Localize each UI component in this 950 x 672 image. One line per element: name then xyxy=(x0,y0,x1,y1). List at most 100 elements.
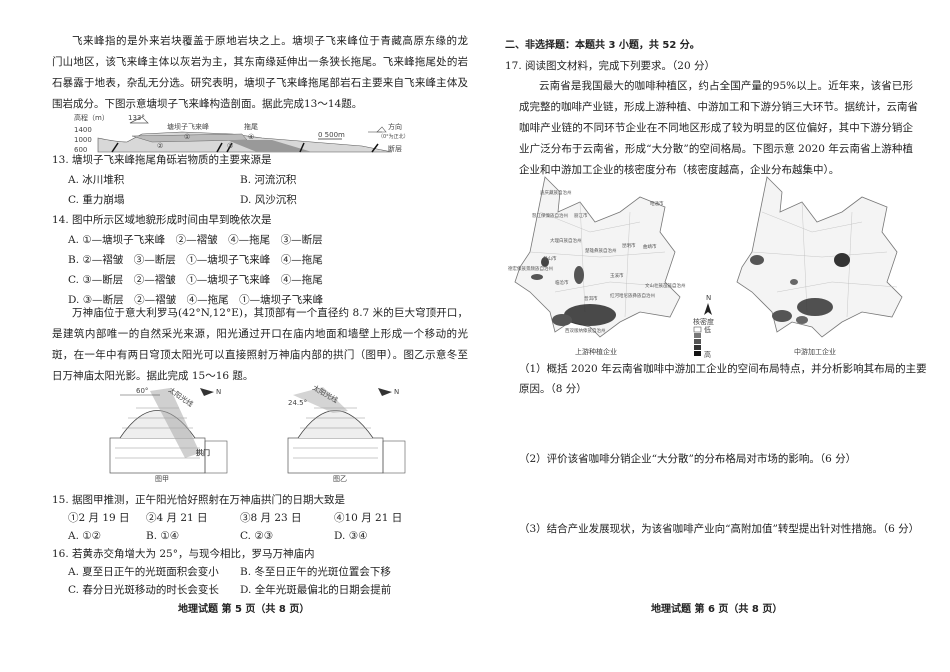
material-line: 企业和中游加工企业的核密度分布（核密度越高，企业分布越集中）。 xyxy=(519,164,840,176)
density-hotspot xyxy=(552,314,572,326)
answer-area-1[interactable] xyxy=(519,400,913,448)
section-heading: 二、非选择题：本题共 3 小题，共 52 分。 xyxy=(505,40,700,51)
yunnan-kernel-density-maps: 迪庆藏族自治州 怒江傈僳族自治州 丽江市 昭通市 大理白族自治州 楚雄彝族自治州… xyxy=(508,176,903,359)
material-line: 云南省是我国最大的咖啡种植区，约占全国产量的95%以上。近年来，该省已形 xyxy=(539,80,913,92)
density-hotspot xyxy=(750,255,764,265)
density-hotspot xyxy=(834,253,850,267)
intro-line: 石暴露于地表，杂乱无分选。研究表明，塘坝子飞来峰拖尾部岩石主要来自飞来峰主体及 xyxy=(52,77,468,89)
north-arrow-icon xyxy=(378,388,392,396)
angle-label: 24.5° xyxy=(288,399,307,407)
material-line: 咖啡产业链的不同环节企业在不同地区形成了较为明显的区位偏好，其中下游分销企 xyxy=(519,122,913,134)
q13-option-d[interactable]: D. 风沙沉积 xyxy=(240,194,297,206)
pantheon-figure-jia: 60° 太阳光线 N 拱门 图甲 xyxy=(109,385,228,483)
q13-option-c[interactable]: C. 重力崩塌 xyxy=(68,194,125,206)
map-region-label: 普洱市 xyxy=(584,295,598,302)
q15-option-c[interactable]: C. ②③ xyxy=(240,530,274,542)
q15-item-4: ④10 月 21 日 xyxy=(334,512,403,524)
y-tick: 600 xyxy=(74,146,87,154)
map-region-label: 昆明市 xyxy=(622,242,636,249)
map-region-label: 文山壮族苗族自治州 xyxy=(645,282,686,289)
map-region-label: 保山市 xyxy=(543,255,557,262)
intro-line: 围岩成分。下图示意塘坝子飞来峰构造剖面。据此完成13～14题。 xyxy=(52,98,363,110)
q15-option-b[interactable]: B. ①④ xyxy=(146,530,180,542)
sub-question-1-cont: 原因。（8 分） xyxy=(519,383,587,395)
q16-option-b[interactable]: B. 冬至日正午的光斑位置会下移 xyxy=(240,566,391,578)
q15-item-3: ③8 月 23 日 xyxy=(240,512,302,524)
density-hotspot xyxy=(790,279,798,285)
q14-option-b[interactable]: B. ②—褶皱 ③—断层 ①—塘坝子飞来峰 ④—拖尾 xyxy=(68,254,323,266)
legend-high: 高 xyxy=(704,350,711,359)
legend-direction-note: （0°为正北） xyxy=(378,133,409,140)
tail-label: 拖尾 xyxy=(244,122,258,131)
intro-line: 日万神庙太阳光影。据此完成 15～16 题。 xyxy=(52,370,254,382)
map-caption: 中游加工企业 xyxy=(794,347,836,356)
marker-4: ④ xyxy=(248,133,254,141)
map-region-label: 临沧市 xyxy=(555,279,569,286)
map-region-label: 迪庆藏族自治州 xyxy=(540,189,572,196)
density-hotspot xyxy=(797,298,833,316)
q15-item-1: ①2 月 19 日 xyxy=(68,512,130,524)
answer-area-3[interactable] xyxy=(519,540,913,598)
q15-stem: 15. 据图甲推测，正午阳光恰好照射在万神庙拱门的日期大致是 xyxy=(52,494,346,506)
q16-stem: 16. 若黄赤交角增大为 25°，与现今相比，罗马万神庙内 xyxy=(52,548,315,560)
intro-line: 万神庙位于意大利罗马(42°N,12°E)，其顶部有一个直径约 8.7 米的巨大… xyxy=(72,307,468,319)
fault-line xyxy=(226,142,233,153)
legend: N 核密度 低 高 xyxy=(693,294,714,359)
map-region-label: 红河哈尼族彝族自治州 xyxy=(610,292,655,299)
direction-angle: 133° xyxy=(128,114,145,122)
material-line: 成完整的咖啡产业链，形成上游种植、中游加工和下游分销三大环节。据统计，云南省 xyxy=(519,101,918,113)
map-region-label: 德宏傣族景颇族自治州 xyxy=(508,265,553,272)
intro-line: 斑，在一年中有两日穹顶太阳光可以直接照射万神庙内部的拱门（图甲）。图乙示意冬至 xyxy=(52,349,468,361)
map-region-label: 西双版纳傣族自治州 xyxy=(565,327,606,334)
q14-option-a[interactable]: A. ①—塘坝子飞来峰 ②—褶皱 ④—拖尾 ③—断层 xyxy=(68,234,323,246)
density-hotspot xyxy=(531,274,543,280)
klippe-label: 塘坝子飞来峰 xyxy=(167,122,209,131)
q13-option-b[interactable]: B. 河流沉积 xyxy=(240,174,297,186)
north-label: N xyxy=(394,388,399,396)
map-region-label: 大理白族自治州 xyxy=(550,237,582,244)
tail-strata xyxy=(227,140,312,152)
map-region-label: 丽江市 xyxy=(574,212,588,219)
sunlight-beam xyxy=(293,387,348,413)
map-caption: 上游种植企业 xyxy=(575,347,617,356)
q17-stem: 17. 阅读图文材料，完成下列要求。（20 分） xyxy=(505,60,715,72)
marker-2: ② xyxy=(157,142,163,150)
map-region-label: 曲靖市 xyxy=(643,243,657,250)
fault-line xyxy=(299,142,305,153)
q13-stem: 13. 塘坝子飞来峰拖尾角砾岩物质的主要来源是 xyxy=(52,154,272,166)
q16-option-c[interactable]: C. 春分日光斑移动的时长会变长 xyxy=(68,584,219,596)
q15-option-d[interactable]: D. ③④ xyxy=(334,530,368,542)
direction-icon xyxy=(129,116,149,124)
arch-label: 拱门 xyxy=(196,448,210,457)
material-line: 业广泛分布于云南省，形成“大分散”的空间格局。下图示意 2020 年云南省上游种… xyxy=(519,143,913,155)
q16-option-a[interactable]: A. 夏至日正午的光斑面积会变小 xyxy=(68,566,219,578)
midstream-map: 中游加工企业 xyxy=(736,176,903,356)
q15-option-a[interactable]: A. ①② xyxy=(68,530,102,542)
figure-caption: 图甲 xyxy=(155,475,169,483)
q13-option-a[interactable]: A. 冰川堆积 xyxy=(68,174,125,186)
north-arrow-icon xyxy=(704,303,712,315)
marker-3: ③ xyxy=(227,142,233,150)
map-region-label: 玉溪市 xyxy=(610,272,624,279)
elevation-axis-label: 高程（m） xyxy=(74,113,109,122)
y-tick: 1400 xyxy=(74,126,92,134)
intro-line: 门山地区，该飞来峰主体以灰岩为主，其东南缘延伸出一条狭长拖尾。飞来峰拖尾处的岩 xyxy=(52,56,468,68)
page-footer: 地理试题 第 6 页（共 8 页） xyxy=(651,604,783,615)
map-region-label: 楚雄彝族自治州 xyxy=(585,247,617,254)
sub-question-2: （2）评价该省咖啡分销企业“大分散”的分布格局对市场的影响。（6 分） xyxy=(519,453,857,465)
q14-stem: 14. 图中所示区域地貌形成时间由早到晚依次是 xyxy=(52,214,272,226)
figure-caption: 图乙 xyxy=(333,475,347,483)
answer-area-2[interactable] xyxy=(519,470,913,518)
pantheon-figure-yi: 24.5° 太阳光线 N 图乙 xyxy=(287,383,406,483)
dome xyxy=(297,410,374,439)
density-hotspot xyxy=(772,310,792,322)
legend-low: 低 xyxy=(704,325,711,334)
q16-option-d[interactable]: D. 全年光斑最偏北的日期会提前 xyxy=(240,584,392,596)
density-hotspot xyxy=(796,316,808,324)
density-hotspot xyxy=(574,266,584,284)
q14-option-d[interactable]: D. ③—断层 ②—褶皱 ④—拖尾 ①—塘坝子飞来峰 xyxy=(68,294,324,306)
sunlight-beam xyxy=(150,388,200,458)
legend-fault: 断层 xyxy=(388,144,402,153)
north-arrow-icon xyxy=(200,388,214,396)
q14-option-c[interactable]: C. ③—断层 ②—褶皱 ①—塘坝子飞来峰 ④—拖尾 xyxy=(68,274,323,286)
